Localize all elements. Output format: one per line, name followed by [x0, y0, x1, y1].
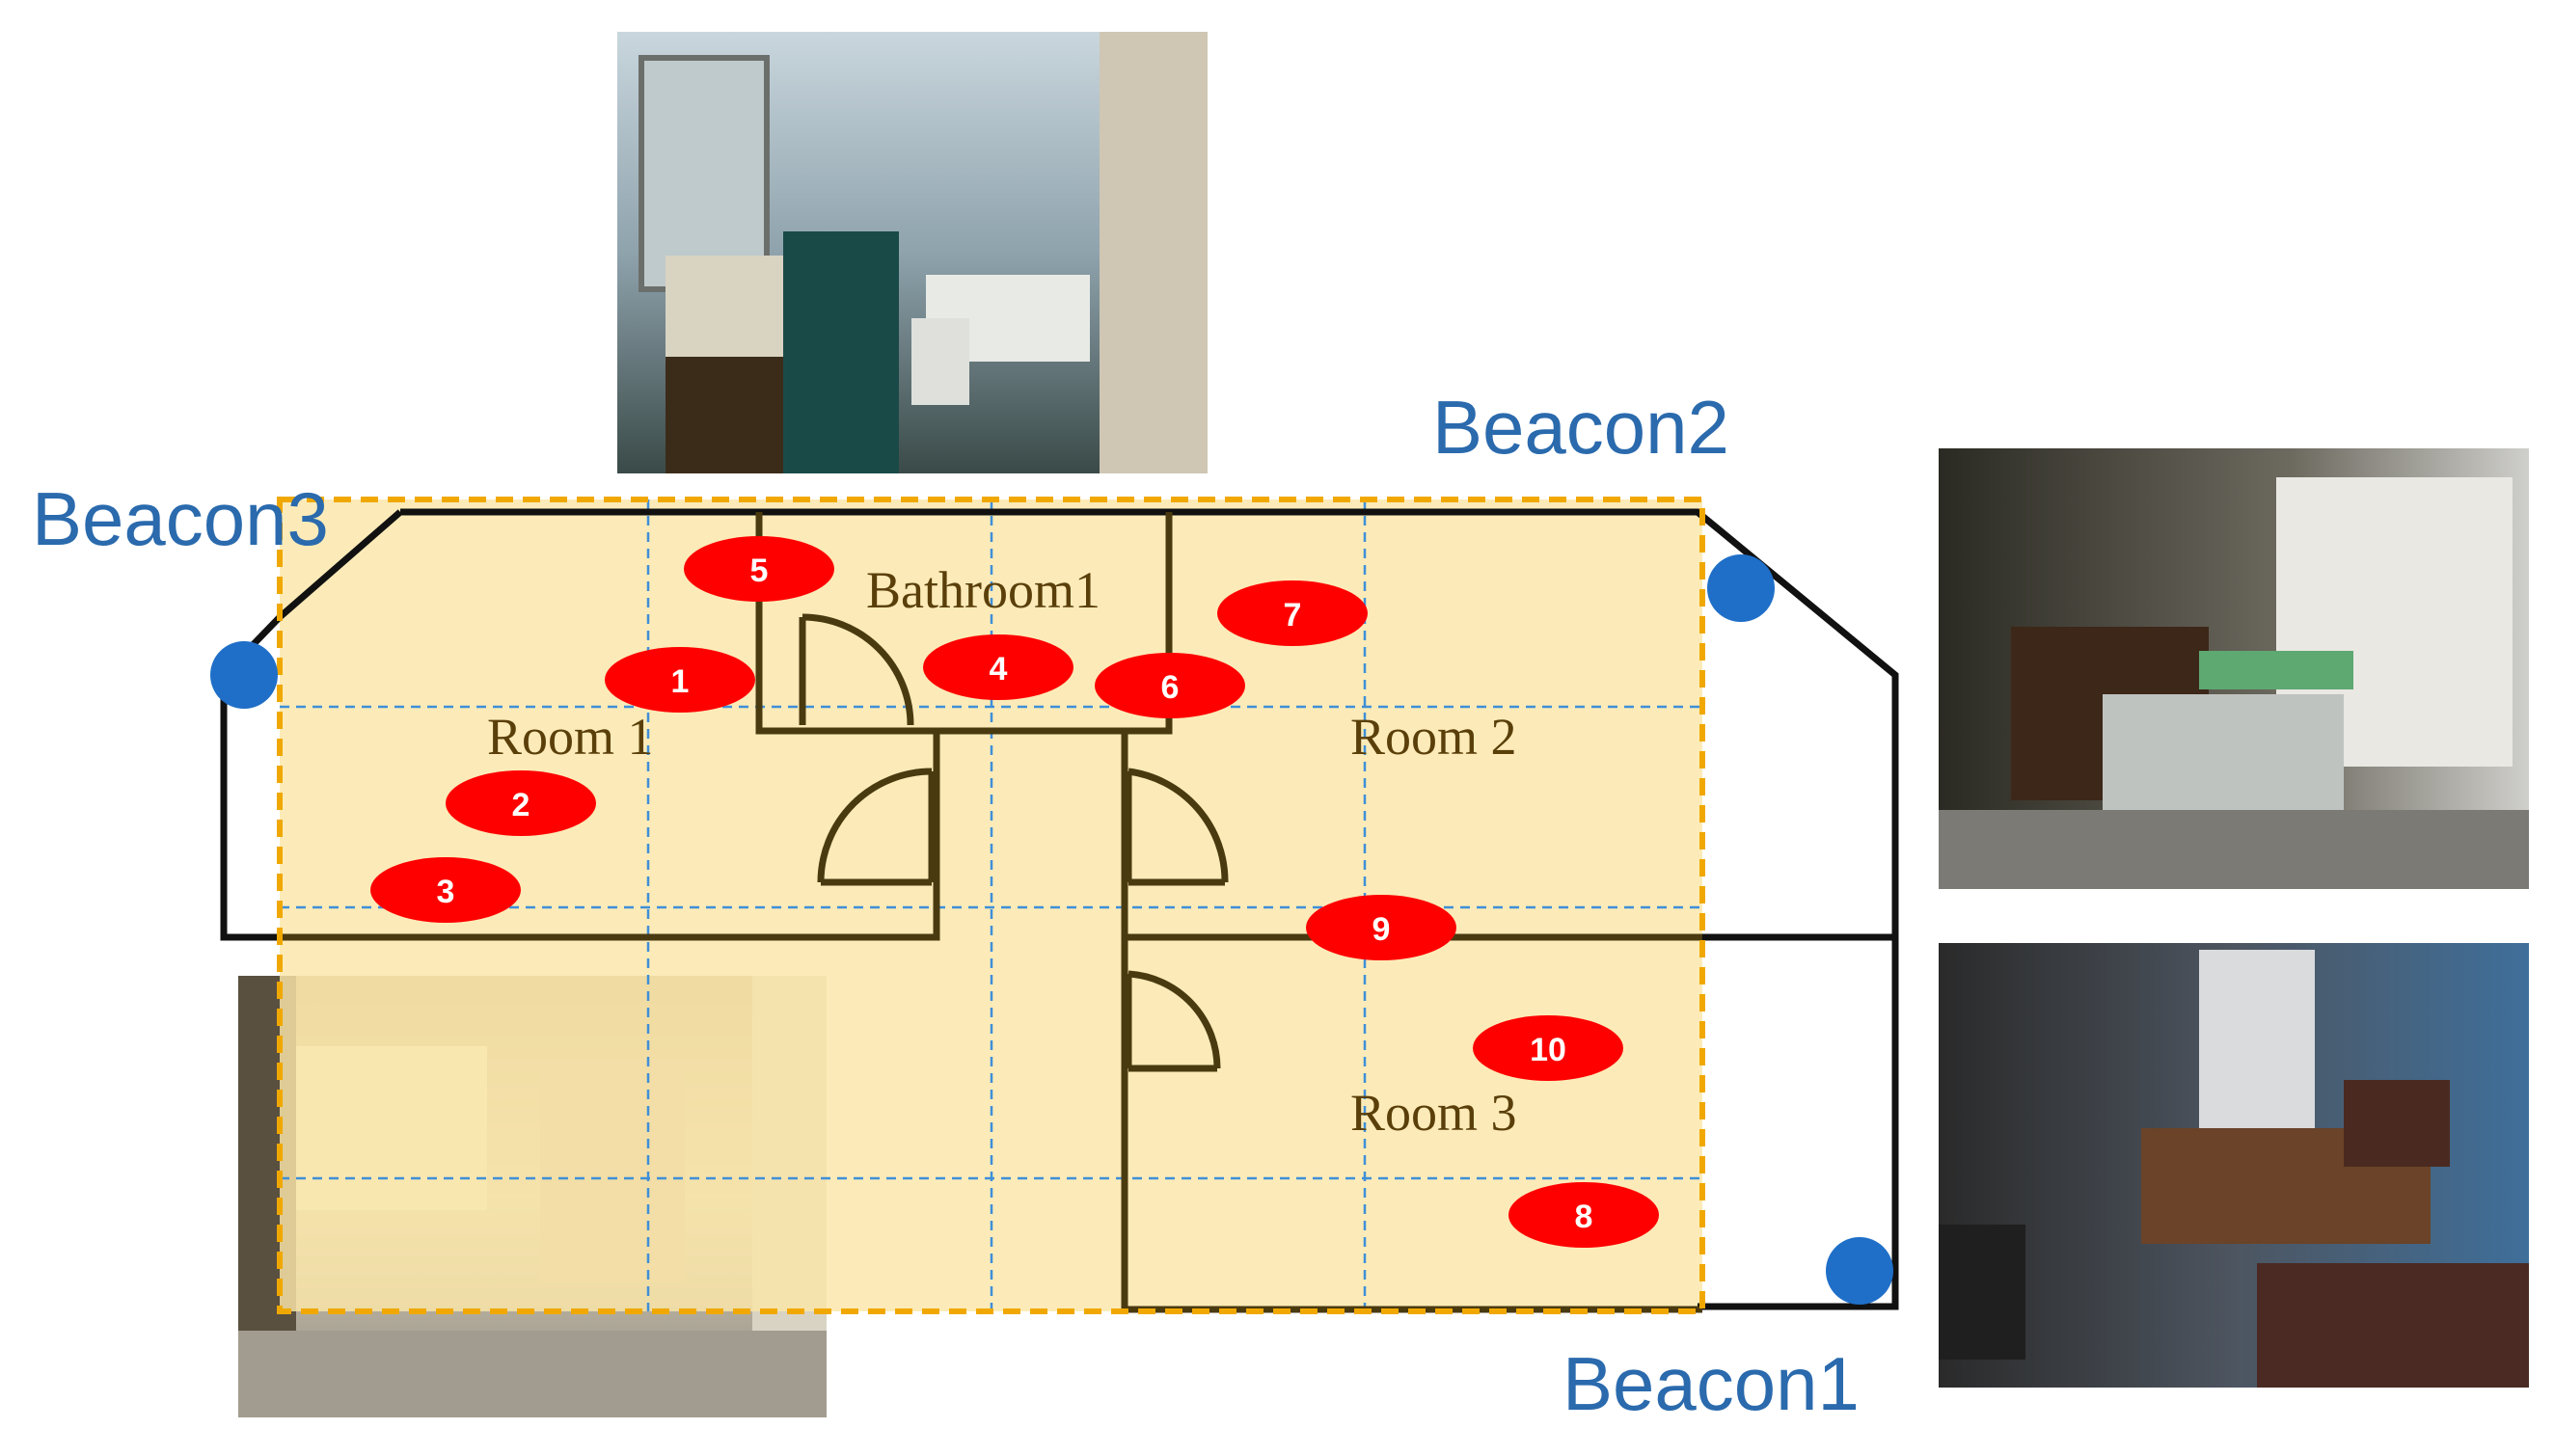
marker-2: 2 [446, 770, 596, 836]
svg-text:9: 9 [1372, 911, 1391, 948]
room3-door [1125, 970, 1221, 1072]
markers: 1 2 3 4 5 6 7 8 9 10 [370, 536, 1659, 1248]
marker-10: 10 [1473, 1015, 1623, 1081]
beacon3-icon [210, 641, 278, 709]
beacon1-label: Beacon1 [1562, 1341, 1860, 1426]
marker-5: 5 [684, 536, 834, 602]
bathroom1-label: Bathroom1 [866, 561, 1100, 619]
room3-photo [1939, 943, 2529, 1388]
beacon3: Beacon3 [32, 476, 329, 709]
room3-label: Room 3 [1350, 1084, 1517, 1142]
marker-8: 8 [1508, 1182, 1659, 1248]
beacon1-icon [1826, 1237, 1893, 1305]
doors [799, 613, 1229, 1072]
marker-3: 3 [370, 857, 521, 923]
svg-text:6: 6 [1161, 669, 1180, 706]
marker-9: 9 [1306, 895, 1456, 960]
svg-text:2: 2 [512, 787, 530, 823]
svg-text:7: 7 [1284, 597, 1302, 634]
beacon3-label: Beacon3 [32, 476, 329, 561]
marker-1: 1 [605, 647, 755, 713]
svg-text:1: 1 [671, 663, 690, 700]
coverage-boundary [277, 497, 1705, 1314]
beacon2-icon [1707, 554, 1775, 622]
svg-text:5: 5 [750, 553, 769, 589]
room1-label: Room 1 [487, 708, 654, 766]
grid [280, 499, 1702, 1311]
room2-photo [1939, 448, 2529, 889]
beacon2: Beacon2 [1432, 385, 1775, 622]
svg-text:10: 10 [1530, 1032, 1566, 1068]
svg-text:4: 4 [990, 651, 1008, 688]
marker-4: 4 [923, 634, 1073, 700]
bathroom-photo [617, 32, 1208, 473]
bathroom-door [799, 613, 914, 726]
beacon1: Beacon1 [1562, 1237, 1893, 1426]
room1-door [817, 768, 936, 886]
marker-6: 6 [1095, 653, 1245, 718]
marker-7: 7 [1217, 580, 1368, 646]
svg-text:8: 8 [1575, 1199, 1593, 1235]
beacon2-label: Beacon2 [1432, 385, 1729, 470]
room2-label: Room 2 [1350, 708, 1517, 766]
svg-text:3: 3 [437, 874, 455, 910]
room2-door [1125, 768, 1229, 886]
